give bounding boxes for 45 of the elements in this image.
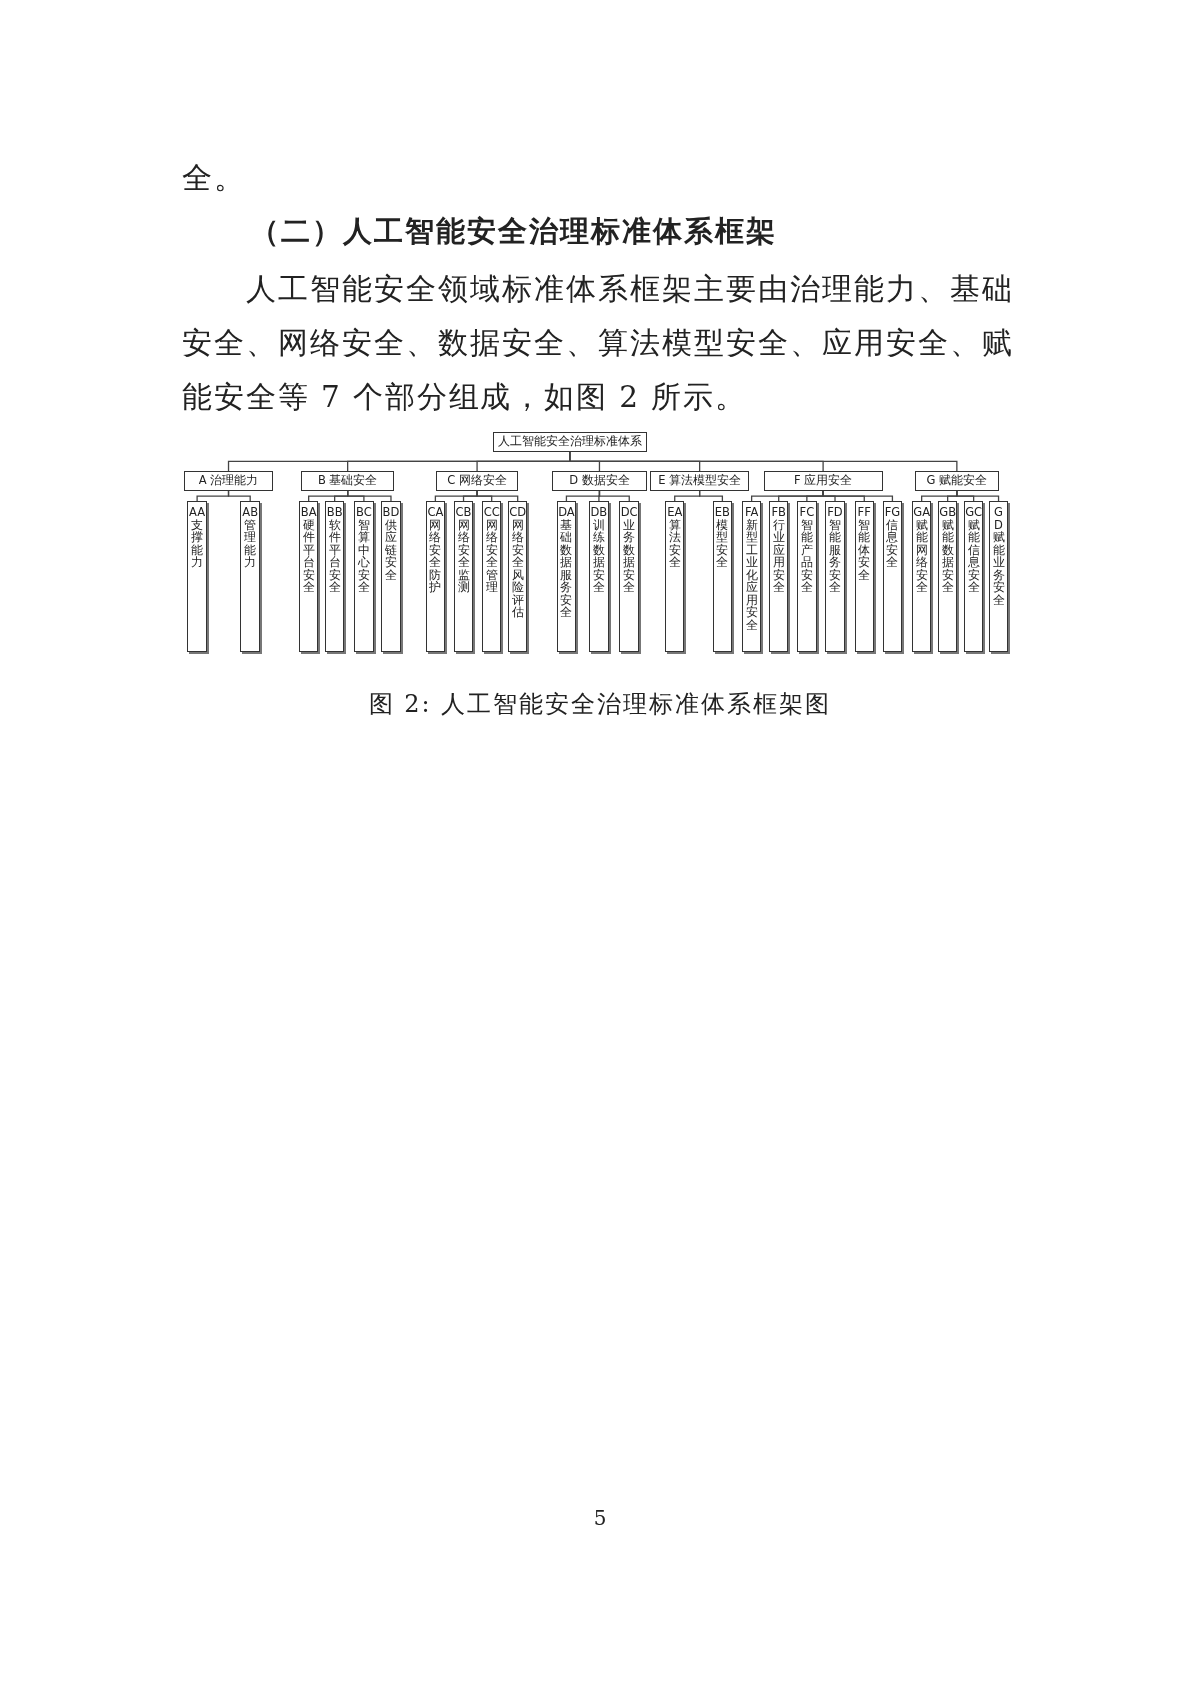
category-box: GD 赋能业务安全 <box>988 501 1009 652</box>
category-box: CC 网络安全管理 <box>481 501 502 652</box>
section-heading: （二）人工智能安全治理标准体系框架 <box>250 213 777 250</box>
category-box: DB 训练数据安全 <box>589 501 609 652</box>
paragraph-text: 全。 <box>182 159 246 197</box>
category-box: DA 基础数据服务安全 <box>556 501 577 652</box>
connector-line <box>699 489 724 503</box>
category-box: CD 网络安全风险评估 <box>507 501 528 652</box>
category-box: GC 赋能信息安全 <box>963 501 984 652</box>
category-box: AA 支撑能力 <box>187 501 207 652</box>
connector-line <box>476 489 519 503</box>
category-box: FB 行业应用安全 <box>768 501 789 652</box>
category-box: BB 软件平台安全 <box>324 501 345 652</box>
root-box: 人工智能安全治理标准体系 <box>492 432 647 452</box>
connector-line <box>569 450 958 472</box>
category-box: DC 业务数据安全 <box>619 501 639 652</box>
group-box: G 赋能安全 <box>915 471 999 491</box>
category-box: FG 信息安全 <box>882 501 903 652</box>
category-box: FD 智能服务安全 <box>825 501 845 652</box>
group-box: D 数据安全 <box>552 471 647 491</box>
figure-caption: 图 2: 人工智能安全治理标准体系框架图 <box>367 689 833 720</box>
category-box: GB 赋能数据安全 <box>937 501 958 652</box>
category-box: EA 算法安全 <box>664 501 685 652</box>
category-box: FC 智能产品安全 <box>797 501 817 652</box>
category-box: FF 智能体安全 <box>854 501 874 652</box>
group-box: B 基础安全 <box>301 471 395 491</box>
group-box: E 算法模型安全 <box>649 471 750 491</box>
group-box: C 网络安全 <box>436 471 518 491</box>
connector-line <box>956 489 1000 503</box>
page-number: 5 <box>592 1506 608 1530</box>
category-box: BA 硬件平台安全 <box>298 501 319 652</box>
category-box: EB 模型安全 <box>712 501 733 652</box>
category-box: FA 新型工业化应用安全 <box>741 501 762 652</box>
connector-line <box>347 489 392 503</box>
connector-line <box>598 489 630 503</box>
category-box: GA 赋能网络安全 <box>911 501 932 652</box>
category-box: AB 管理能力 <box>240 501 260 652</box>
category-box: BD 供应链安全 <box>381 501 401 652</box>
category-box: CB 网络安全监测 <box>453 501 474 652</box>
connector-line <box>227 489 251 503</box>
group-box: A 治理能力 <box>184 471 273 491</box>
category-box: BC 智算中心安全 <box>354 501 374 652</box>
group-box: F 应用安全 <box>763 471 883 491</box>
paragraph-text: 人工智能安全领域标准体系框架主要由治理能力、基础安全、网络安全、数据安全、算法模型安全、应用安全、赋能安全等 7 个部分组成，如图 2 所示。 <box>182 271 1014 416</box>
category-box: CA 网络安全防护 <box>425 501 446 652</box>
